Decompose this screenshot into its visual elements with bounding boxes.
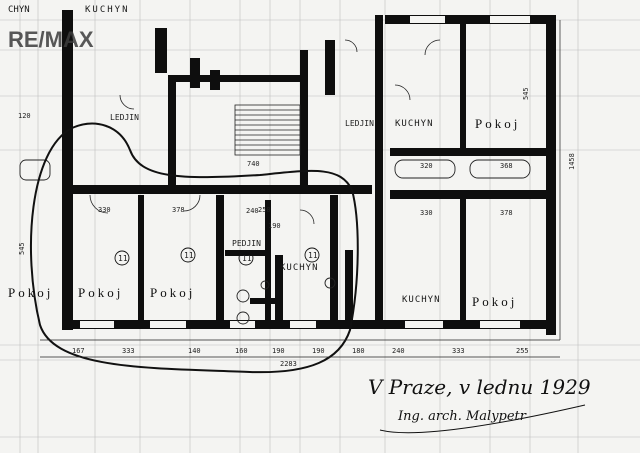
- staircase: [234, 104, 301, 156]
- dim-bottom-8: 333: [452, 347, 465, 355]
- dim-bottom-2: 140: [188, 347, 201, 355]
- dim-misc-0: 545: [18, 242, 26, 255]
- room-kitchen-right: KUCHYN: [402, 295, 441, 305]
- dim-misc-5: 120: [18, 112, 31, 120]
- dim-bottom-3: 160: [235, 347, 248, 355]
- svg-text:11: 11: [118, 254, 128, 263]
- signature: Ing. arch. Malypetr: [397, 409, 527, 424]
- dim-right-height: 1458: [568, 153, 576, 170]
- dim-bottom-4: 190: [272, 347, 285, 355]
- svg-text:11: 11: [184, 251, 194, 260]
- room-numbers: 11 11 11 11: [114, 247, 320, 266]
- dim-mid-0: 330: [98, 206, 111, 214]
- dim-misc-4: 190: [268, 222, 281, 230]
- dim-bottom-7: 240: [392, 347, 405, 355]
- logo-watermark: RE/MAX: [8, 27, 94, 52]
- dim-mid-5: 240: [246, 207, 259, 215]
- label-top-left: CHYN: [8, 5, 30, 15]
- dim-total-width: 2283: [280, 360, 297, 368]
- dim-mid-2: 320: [420, 162, 433, 170]
- dim-bottom-9: 255: [516, 347, 529, 355]
- dim-bottom-1: 333: [122, 347, 135, 355]
- room-kitchen-center: KUCHYN: [280, 263, 319, 273]
- dim-bottom-5: 190: [312, 347, 325, 355]
- svg-text:11: 11: [308, 251, 318, 260]
- highlight-loop: [29, 122, 359, 374]
- room-hall-upper: LEDJIN: [345, 119, 374, 128]
- svg-text:11: 11: [242, 254, 252, 263]
- dim-misc-3: 250: [258, 206, 271, 214]
- room-upper-right: Pokoj: [475, 116, 520, 131]
- label-top-kitchen: KUCHYN: [85, 5, 130, 15]
- dim-bottom-0: 167: [72, 347, 85, 355]
- room-kitchen-upper: KUCHYN: [395, 119, 434, 129]
- door-swings: [89, 39, 441, 225]
- dim-mid-1: 378: [172, 206, 185, 214]
- dim-misc-2: 740: [247, 160, 260, 168]
- dim-mid-6: 330: [420, 209, 433, 217]
- room-right: Pokoj: [472, 294, 517, 309]
- fixtures: [19, 159, 531, 325]
- dim-mid-3: 368: [500, 162, 513, 170]
- dim-misc-1: 545: [522, 87, 530, 100]
- place-date-note: V Praze, v lednu 1929: [368, 375, 591, 399]
- dimension-lines: [40, 20, 561, 358]
- dim-mid-7: 378: [500, 209, 513, 217]
- room-far-left: Pokoj: [8, 285, 53, 300]
- dim-bottom-6: 180: [352, 347, 365, 355]
- room-hall-center: PEDJIN: [232, 239, 261, 248]
- room-hall-small: LEDJIN: [110, 113, 139, 122]
- windows: [80, 16, 530, 328]
- signature-flourish: [379, 404, 586, 434]
- room-left-1: Pokoj: [78, 285, 123, 300]
- room-left-2: Pokoj: [150, 285, 195, 300]
